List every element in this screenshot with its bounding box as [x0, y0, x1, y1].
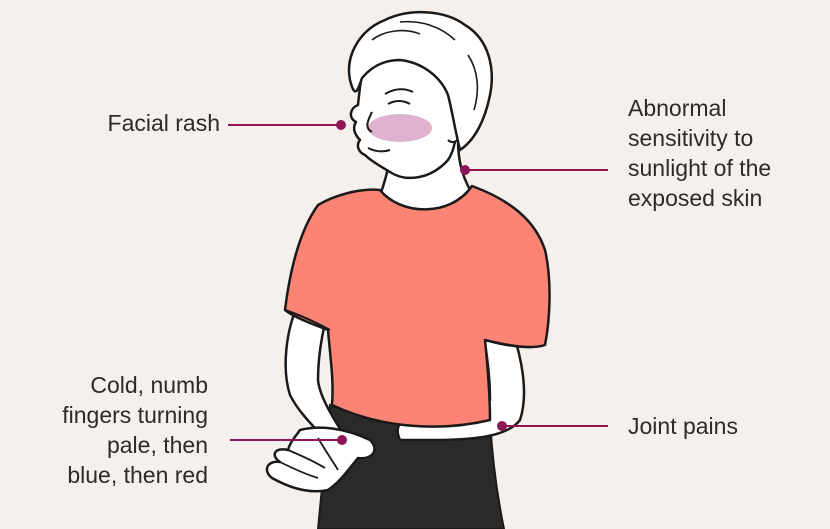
cold-fingers-dot: [337, 435, 347, 445]
cold-fingers-label: Cold, numb fingers turning pale, then bl…: [3, 370, 208, 490]
leader-facial-rash: [228, 120, 346, 130]
sun-sensitivity-dot: [460, 165, 470, 175]
joint-pains-label: Joint pains: [628, 411, 808, 441]
facial-rash-dot: [336, 120, 346, 130]
facial-rash-patch: [368, 114, 432, 142]
joint-pains-dot: [497, 421, 507, 431]
sun-sensitivity-label: Abnormal sensitivity to sunlight of the …: [628, 93, 828, 213]
facial-rash-label: Facial rash: [20, 108, 220, 138]
leader-sun-sensitivity: [460, 165, 608, 175]
